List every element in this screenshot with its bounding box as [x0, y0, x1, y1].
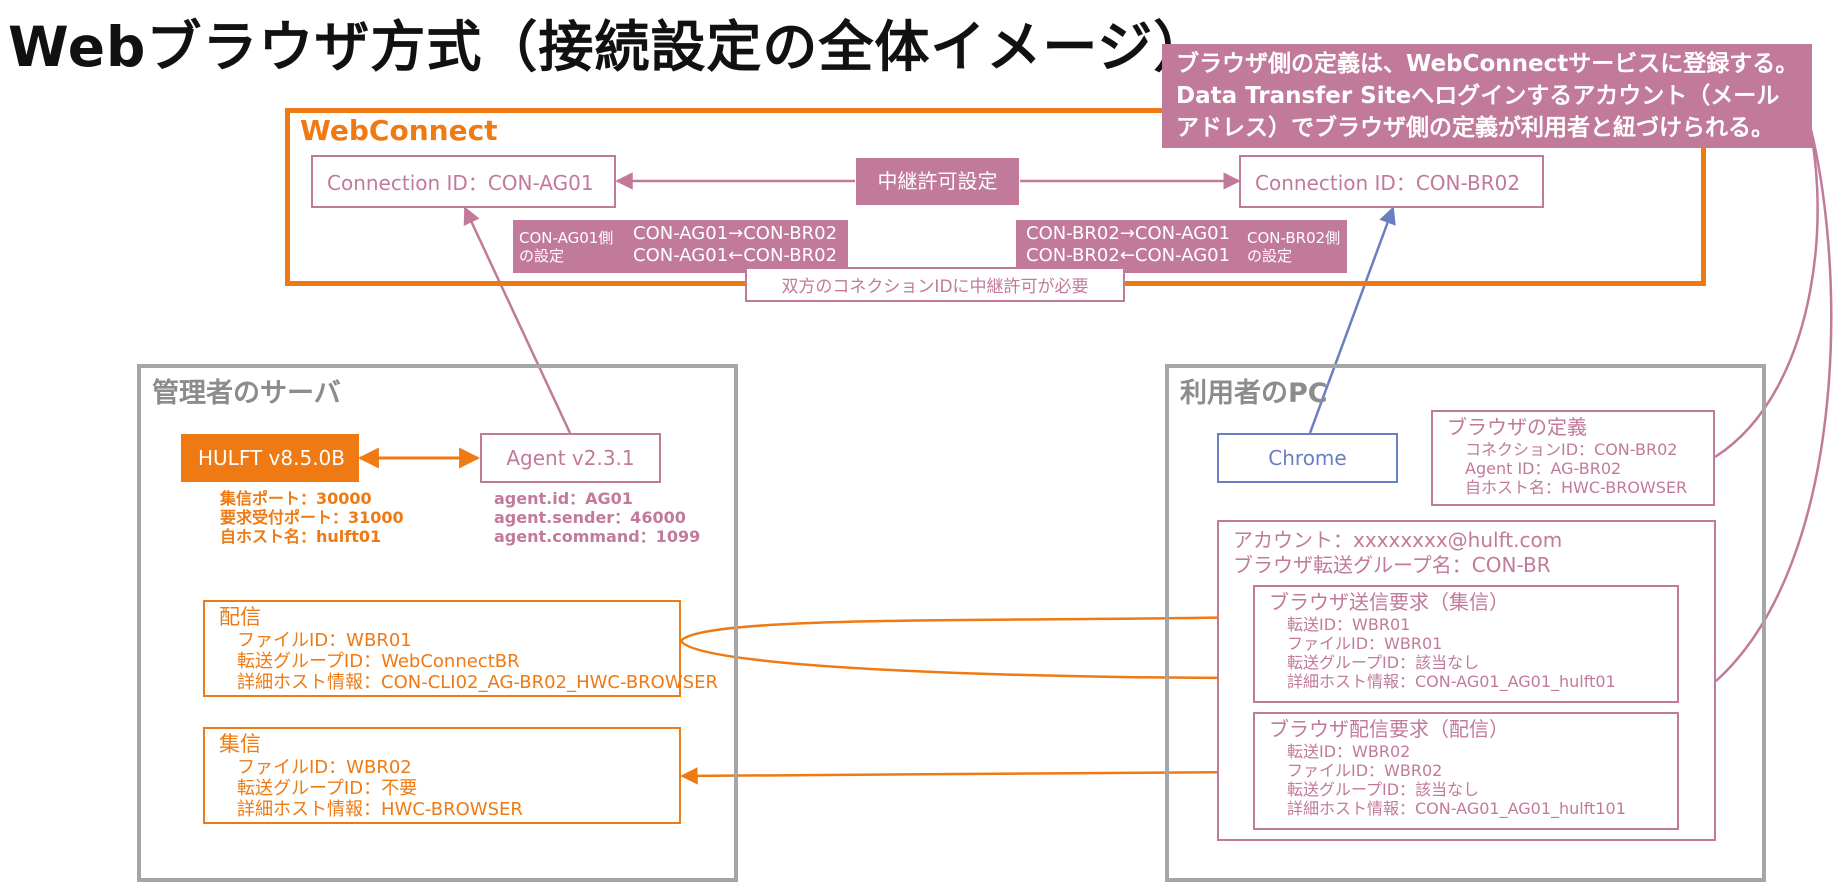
receive-request-transfer-id: 転送ID：WBR02: [1287, 742, 1411, 761]
send-group-id: 転送グループID：WebConnectBR: [237, 651, 520, 672]
page-title: Webブラウザ方式（接続設定の全体イメージ）: [8, 15, 1210, 79]
right-route-2: CON-BR02←CON-AG01: [1026, 245, 1231, 266]
account-info: アカウント：xxxxxxxx@hulft.com ブラウザ転送グループ名：CON…: [1233, 528, 1562, 578]
receive-group-id: 転送グループID：不要: [237, 778, 418, 799]
receive-request-host-info: 詳細ホスト情報：CON-AG01_AG01_hulft101: [1287, 799, 1626, 818]
agent-info: agent.id：AG01 agent.sender：46000 agent.c…: [494, 489, 700, 546]
right-side-line-2: の設定: [1247, 247, 1293, 265]
callout-line-2: Data Transfer Siteへログインするアカウント（メール: [1176, 83, 1780, 109]
send-request-file-id: ファイルID：WBR01: [1287, 634, 1443, 653]
relay-permission-label: 中継許可設定: [856, 158, 1019, 205]
chrome-to-webconnect-arrow: [1308, 206, 1396, 434]
send-request-transfer-id: 転送ID：WBR01: [1287, 615, 1411, 634]
left-setting-side-label: CON-AG01側 の設定: [519, 229, 613, 265]
user-pc-frame: [1165, 364, 1766, 882]
send-request-title: ブラウザ送信要求（集信）: [1269, 590, 1509, 614]
receive-request-group-id: 転送グループID：該当なし: [1287, 780, 1480, 799]
browser-definition-box: ブラウザの定義 コネクションID：CON-BR02 Agent ID：AG-BR…: [1431, 410, 1715, 506]
browser-agent-id: Agent ID：AG-BR02: [1465, 459, 1622, 478]
hulft-box: HULFT v8.5.0B: [181, 434, 359, 482]
agent-command: agent.command：1099: [494, 527, 701, 546]
hulft-info: 集信ポート：30000 要求受付ポート：31000 自ホスト名：hulft01: [220, 489, 404, 546]
send-definition-box: 配信 ファイルID：WBR01 転送グループID：WebConnectBR 詳細…: [203, 600, 718, 697]
left-route-2: CON-AG01←CON-BR02: [633, 245, 838, 266]
connection-id-right: Connection ID：CON-BR02: [1239, 155, 1544, 208]
receive-request-title: ブラウザ配信要求（配信）: [1269, 717, 1509, 741]
send-to-browser-curve-lower: [679, 640, 1254, 687]
agent-box: Agent v2.3.1: [480, 433, 661, 483]
callout-line-3: アドレス）でブラウザ側の定義が利用者と紐づけられる。: [1176, 115, 1774, 141]
browser-to-recv-arrow: [680, 767, 1254, 785]
admin-server-frame: [137, 364, 738, 882]
receive-definition-title: 集信: [219, 732, 261, 756]
browser-host-name: 自ホスト名：HWC-BROWSER: [1465, 478, 1688, 497]
right-setting-routes: CON-BR02→CON-AG01 CON-BR02←CON-AG01: [1026, 223, 1230, 267]
callout-to-definition-curve: [1714, 96, 1819, 459]
agent-to-webconnect-arrow: [463, 206, 572, 434]
receive-request-file-id: ファイルID：WBR02: [1287, 761, 1443, 780]
relay-note: 双方のコネクションIDに中継許可が必要: [745, 267, 1125, 302]
webconnect-label: WebConnect: [300, 114, 498, 147]
send-request-host-info: 詳細ホスト情報：CON-AG01_AG01_hulft01: [1287, 672, 1616, 691]
receive-host-info: 詳細ホスト情報：HWC-BROWSER: [237, 799, 523, 820]
agent-sender: agent.sender：46000: [494, 508, 686, 527]
callout-line-1: ブラウザ側の定義は、WebConnectサービスに登録する。: [1176, 51, 1799, 77]
right-relay-setting: CON-BR02→CON-AG01 CON-BR02←CON-AG01 CON-…: [1016, 220, 1347, 273]
right-route-1: CON-BR02→CON-AG01: [1026, 223, 1231, 244]
left-setting-routes: CON-AG01→CON-BR02 CON-AG01←CON-BR02: [633, 223, 837, 267]
send-to-browser-curve-upper: [679, 615, 1254, 642]
left-route-1: CON-AG01→CON-BR02: [633, 223, 838, 244]
left-relay-setting: CON-AG01側 の設定 CON-AG01→CON-BR02 CON-AG01…: [513, 220, 848, 273]
browser-send-request-box: ブラウザ送信要求（集信） 転送ID：WBR01 ファイルID：WBR01 転送グ…: [1253, 585, 1679, 703]
left-side-line-1: CON-AG01側: [519, 229, 614, 247]
chrome-box: Chrome: [1217, 433, 1398, 483]
connection-id-left: Connection ID：CON-AG01: [311, 155, 616, 208]
send-host-info: 詳細ホスト情報：CON-CLI02_AG-BR02_HWC-BROWSER: [237, 672, 718, 693]
browser-connection-id: コネクションID：CON-BR02: [1465, 440, 1678, 459]
send-file-id: ファイルID：WBR01: [237, 630, 412, 651]
send-definition-title: 配信: [219, 605, 261, 629]
hulft-receive-port: 集信ポート：30000: [220, 489, 372, 508]
hulft-host-name: 自ホスト名：hulft01: [220, 527, 382, 546]
send-request-group-id: 転送グループID：該当なし: [1287, 653, 1480, 672]
right-side-line-1: CON-BR02側: [1247, 229, 1341, 247]
browser-transfer-group: ブラウザ転送グループ名：CON-BR: [1233, 553, 1551, 577]
left-side-line-2: の設定: [519, 247, 565, 265]
agent-id: agent.id：AG01: [494, 489, 633, 508]
browser-receive-request-box: ブラウザ配信要求（配信） 転送ID：WBR02 ファイルID：WBR02 転送グ…: [1253, 712, 1679, 830]
right-setting-side-label: CON-BR02側 の設定: [1247, 229, 1340, 265]
admin-server-label: 管理者のサーバ: [152, 378, 341, 409]
hulft-request-port: 要求受付ポート：31000: [220, 508, 404, 527]
browser-definition-callout: ブラウザ側の定義は、WebConnectサービスに登録する。 Data Tran…: [1162, 44, 1813, 148]
receive-file-id: ファイルID：WBR02: [237, 757, 412, 778]
browser-definition-title: ブラウザの定義: [1447, 415, 1587, 439]
user-pc-label: 利用者のPC: [1180, 378, 1328, 409]
receive-definition-box: 集信 ファイルID：WBR02 転送グループID：不要 詳細ホスト情報：HWC-…: [203, 727, 681, 824]
account-email: アカウント：xxxxxxxx@hulft.com: [1233, 528, 1563, 552]
